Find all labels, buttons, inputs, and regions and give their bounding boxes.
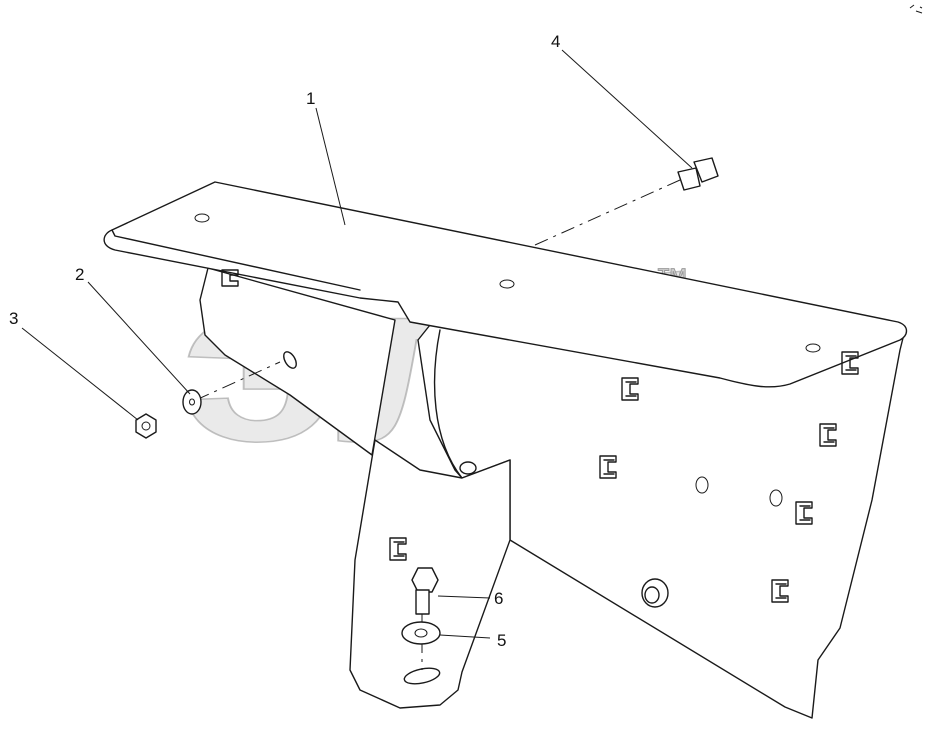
callout-6: 6 <box>494 589 503 608</box>
callout-5: 5 <box>497 631 506 650</box>
callout-2: 2 <box>75 265 84 284</box>
plate-slots <box>221 269 859 608</box>
bolt-part-4 <box>534 157 719 246</box>
washer-bolt-parts-5-6 <box>401 567 441 670</box>
callout-3: 3 <box>9 309 18 328</box>
callout-4: 4 <box>551 32 560 51</box>
washer-nut-parts-2-3 <box>135 361 281 439</box>
bracket-vertical-plate <box>199 267 906 719</box>
callout-1: 1 <box>306 89 315 108</box>
bracket-top-plate <box>103 181 908 388</box>
callouts: 1 2 3 4 5 6 <box>9 32 560 650</box>
leader-lines <box>21 49 693 639</box>
corner-mark <box>909 4 923 14</box>
